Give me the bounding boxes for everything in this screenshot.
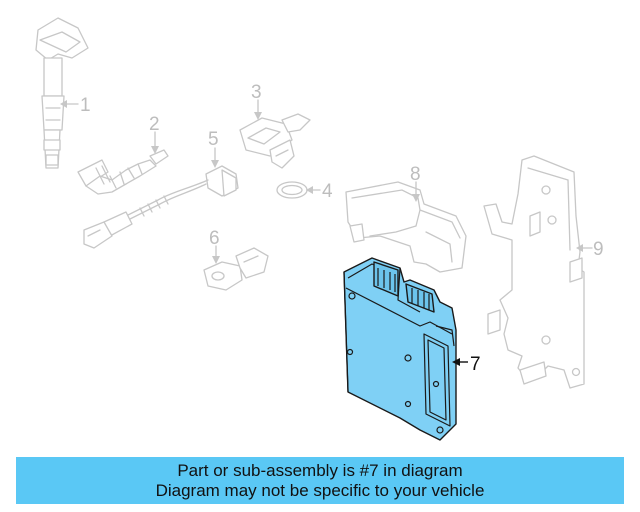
callout-7[interactable]: 7 bbox=[470, 354, 481, 375]
sensor-harness-part[interactable] bbox=[83, 165, 239, 249]
ecu-cover-part[interactable] bbox=[345, 181, 467, 273]
engine-control-module-part[interactable] bbox=[343, 257, 457, 441]
callout-2[interactable]: 2 bbox=[149, 114, 160, 135]
callout-3[interactable]: 3 bbox=[251, 82, 262, 103]
parts-diagram: 1 2 3 4 5 bbox=[35, 17, 604, 441]
callout-5[interactable]: 5 bbox=[208, 129, 219, 150]
knock-sensor-part[interactable] bbox=[203, 247, 269, 291]
banner-line-disclaimer: Diagram may not be specific to your vehi… bbox=[155, 480, 485, 500]
camshaft-sensor-part[interactable] bbox=[239, 113, 311, 169]
banner-line-part-number: Part or sub-assembly is #7 in diagram bbox=[177, 460, 463, 480]
callout-6[interactable]: 6 bbox=[209, 228, 220, 249]
callout-9[interactable]: 9 bbox=[593, 239, 604, 260]
spark-plug-part[interactable] bbox=[77, 149, 169, 195]
o-ring-part[interactable] bbox=[276, 181, 308, 199]
callout-8[interactable]: 8 bbox=[410, 164, 421, 185]
info-banner: Part or sub-assembly is #7 in diagram Di… bbox=[16, 457, 624, 504]
callout-1[interactable]: 1 bbox=[80, 95, 91, 116]
mounting-bracket-part[interactable] bbox=[483, 155, 585, 389]
callout-4[interactable]: 4 bbox=[322, 181, 333, 202]
ignition-coil-part[interactable] bbox=[35, 17, 89, 169]
